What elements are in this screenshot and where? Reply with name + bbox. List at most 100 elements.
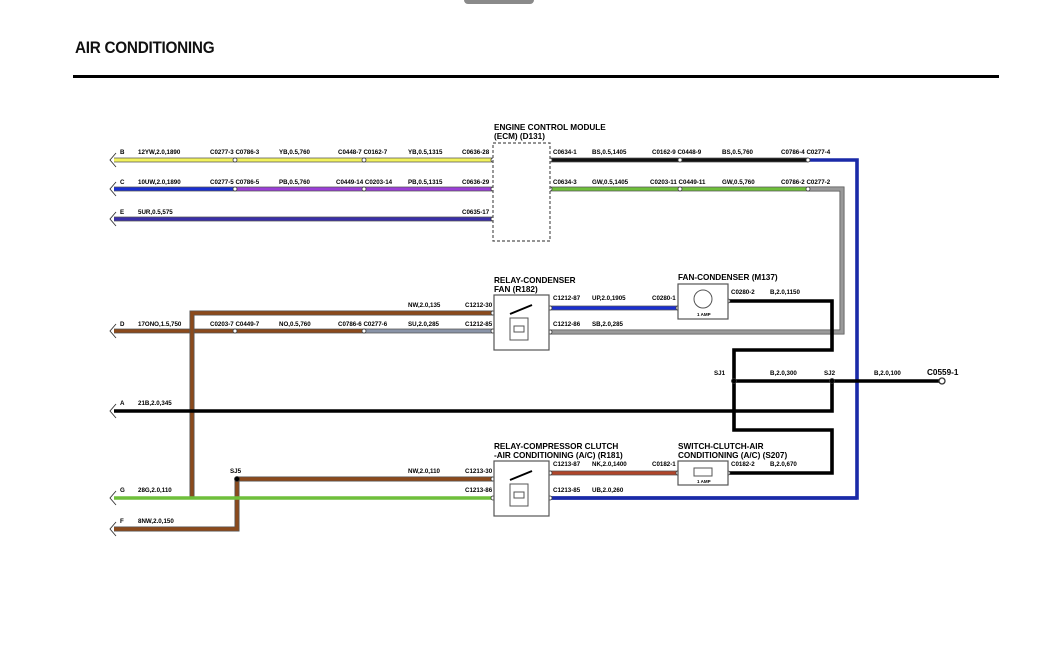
title-divider bbox=[73, 75, 999, 78]
top-tab-handle[interactable] bbox=[464, 0, 534, 4]
wire-label: C0634-3 bbox=[553, 179, 577, 186]
relay-clutch-switch-icon bbox=[509, 470, 533, 481]
wire-label: 17ONO,1.5,750 bbox=[138, 321, 182, 328]
wire-label: C0203-7 C0449-7 bbox=[210, 321, 260, 328]
wire-label: G bbox=[120, 487, 125, 494]
wire-label: F bbox=[120, 518, 124, 525]
wire-label: 10UW,2.0,1890 bbox=[138, 179, 181, 186]
wire-label: C0786-2 C0277-2 bbox=[781, 179, 831, 186]
wire-label: 5UR,0.5,575 bbox=[138, 209, 173, 216]
ecm-subtitle: (ECM) (D131) bbox=[494, 132, 545, 141]
wire-label: B bbox=[120, 149, 125, 156]
conn-d bbox=[109, 323, 117, 339]
ground-label: C0559-1 bbox=[927, 368, 959, 377]
connector-pin-11 bbox=[677, 186, 683, 192]
wire-label: C0182-1 bbox=[652, 461, 676, 468]
page-title: AIR CONDITIONING bbox=[75, 38, 215, 57]
relay-clutch-resistor-icon bbox=[513, 491, 525, 499]
wire-label: C1213-30 bbox=[465, 468, 493, 475]
wire-label: NK,2.0,1400 bbox=[592, 461, 627, 468]
ecm-title: ENGINE CONTROL MODULE bbox=[494, 123, 606, 132]
wire-label: D bbox=[120, 321, 125, 328]
relay-compressor-clutch-box[interactable] bbox=[493, 460, 550, 517]
connector-pin-3 bbox=[232, 186, 238, 192]
wire-label: C1212-30 bbox=[465, 302, 493, 309]
wire-label: NO,0.5,760 bbox=[279, 321, 311, 328]
wire-sj5-f[interactable] bbox=[114, 479, 239, 531]
wire-fan-ground[interactable] bbox=[728, 299, 834, 381]
relay-fan-coil-icon bbox=[509, 317, 529, 341]
wire-label: C0635-17 bbox=[462, 209, 490, 216]
wire-a-black[interactable] bbox=[114, 381, 834, 413]
conn-e bbox=[109, 211, 117, 227]
wire-label: 8NW,2.0,150 bbox=[138, 518, 174, 525]
wire-label: B,2.0,100 bbox=[874, 370, 901, 377]
fan-condenser-title: FAN-CONDENSER (M137) bbox=[678, 273, 778, 282]
relay-fan-subtitle: FAN (R182) bbox=[494, 285, 538, 294]
components-layer: ENGINE CONTROL MODULE (ECM) (D131) RELAY… bbox=[492, 123, 959, 517]
switch-fuse-badge: 1 AMP bbox=[697, 479, 711, 484]
wire-label: C0449-14 C0203-14 bbox=[336, 179, 393, 186]
wire-sj5-f-outline bbox=[114, 479, 240, 532]
connector-pin-9 bbox=[805, 157, 811, 163]
splice-sj1 bbox=[731, 378, 737, 384]
wire-ecm-gw-grey[interactable] bbox=[550, 187, 844, 334]
connector-pin-1 bbox=[361, 157, 367, 163]
wire-label: BS,0.5,1405 bbox=[592, 149, 627, 156]
wire-label: C1213-87 bbox=[553, 461, 581, 468]
wire-label: PB,0.5,760 bbox=[279, 179, 311, 186]
wire-label: C bbox=[120, 179, 125, 186]
wire-label: C1213-86 bbox=[465, 487, 493, 494]
ecm-module-box[interactable] bbox=[492, 142, 551, 242]
wire-label: C0636-29 bbox=[462, 179, 490, 186]
wire-label: B,2.0,1150 bbox=[770, 289, 800, 296]
conn-c bbox=[109, 181, 117, 197]
wire-label: C0786-4 C0277-4 bbox=[781, 149, 831, 156]
wire-label: C0786-6 C0277-6 bbox=[338, 321, 388, 328]
connector-pin-18 bbox=[361, 328, 367, 334]
wire-label: SJ1 bbox=[714, 370, 726, 377]
switch-clutch-title: SWITCH-CLUTCH-AIR bbox=[678, 442, 764, 451]
wire-label: C1213-85 bbox=[553, 487, 581, 494]
wire-label: C0162-9 C0448-9 bbox=[652, 149, 702, 156]
connector-pin-17 bbox=[232, 328, 238, 334]
splice-sj2 bbox=[829, 378, 835, 384]
relay-clutch-coil-icon bbox=[509, 483, 529, 507]
connector-pin-12 bbox=[805, 186, 811, 192]
wire-label: E bbox=[120, 209, 124, 216]
wire-label: C0280-1 bbox=[652, 295, 676, 302]
wire-label: GW,0.5,760 bbox=[722, 179, 755, 186]
relay-fan-resistor-icon bbox=[513, 325, 525, 333]
relay-condenser-fan-box[interactable] bbox=[493, 294, 550, 351]
wire-label: C1212-86 bbox=[553, 321, 581, 328]
wire-label: C0280-2 bbox=[731, 289, 755, 296]
relay-fan-title: RELAY-CONDENSER bbox=[494, 276, 576, 285]
wire-label: C0634-1 bbox=[553, 149, 577, 156]
wire-label: SJ5 bbox=[230, 468, 242, 475]
wire-label: YB,0.5,760 bbox=[279, 149, 311, 156]
connector-pin-4 bbox=[361, 186, 367, 192]
wire-label: C1212-87 bbox=[553, 295, 581, 302]
wire-nw-fan[interactable] bbox=[190, 311, 493, 498]
fan-motor-icon bbox=[693, 289, 713, 309]
wire-sj1-down[interactable] bbox=[728, 381, 834, 475]
splice-sj5 bbox=[234, 476, 240, 482]
ground-terminal-icon[interactable] bbox=[938, 377, 946, 385]
wire-label: C0182-2 bbox=[731, 461, 755, 468]
relay-clutch-subtitle: -AIR CONDITIONING (A/C) (R181) bbox=[494, 451, 623, 460]
wire-label: 21B,2.0,345 bbox=[138, 400, 172, 407]
wire-label: C0448-7 C0162-7 bbox=[338, 149, 388, 156]
wire-label: SU,2.0,285 bbox=[408, 321, 440, 328]
wires-layer bbox=[109, 152, 940, 537]
conn-g bbox=[109, 490, 117, 506]
wire-label: SB,2.0,285 bbox=[592, 321, 624, 328]
wire-label: 12YW,2.0,1890 bbox=[138, 149, 181, 156]
switch-clutch-element-icon bbox=[693, 467, 713, 477]
connector-pin-8 bbox=[677, 157, 683, 163]
conn-b bbox=[109, 152, 117, 168]
wire-label: C0636-28 bbox=[462, 149, 490, 156]
wire-label: NW,2.0,135 bbox=[408, 302, 441, 309]
wire-label: PB,0.5,1315 bbox=[408, 179, 443, 186]
